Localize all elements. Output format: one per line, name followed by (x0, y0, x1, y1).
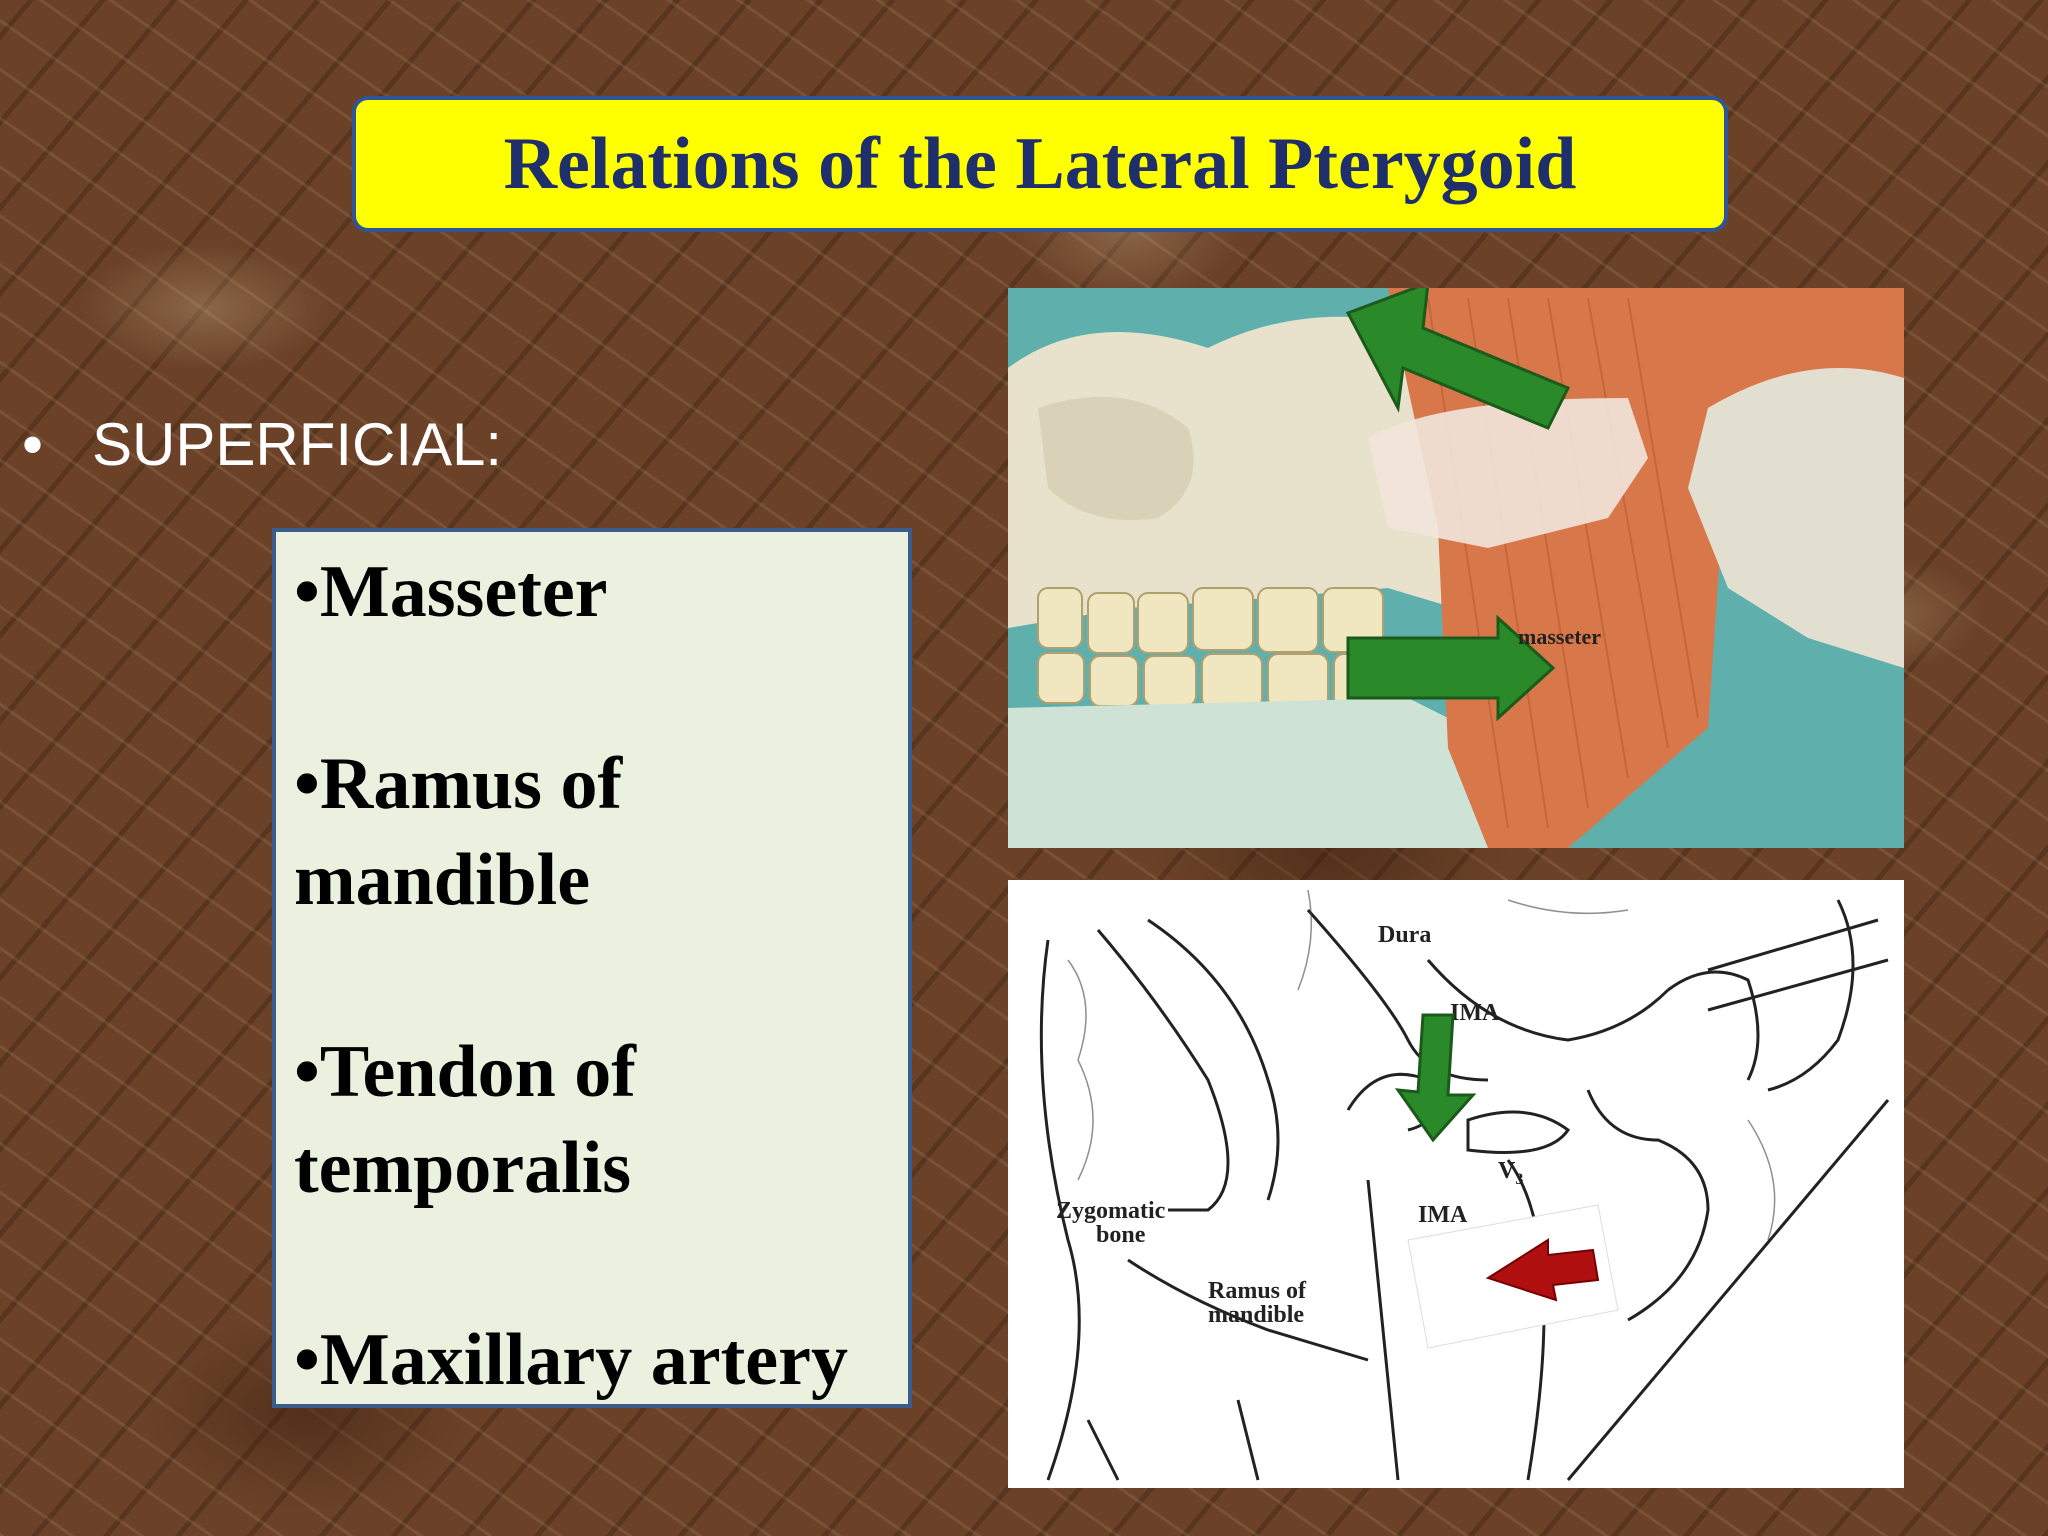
label-v3: V3 (1498, 1158, 1523, 1188)
label-ramus-2: mandible (1208, 1302, 1304, 1328)
title-banner: Relations of the Lateral Pterygoid (352, 96, 1728, 232)
section-heading: • SUPERFICIAL: (22, 410, 502, 479)
relations-list: •Masseter •Ramus of mandible •Tendon of … (272, 528, 912, 1408)
label-zygomatic-2: bone (1096, 1222, 1146, 1248)
relation-item-masseter: •Masseter (294, 551, 608, 633)
label-ima-top: IMA (1450, 1000, 1500, 1026)
relation-item-maxillary-artery: •Maxillary artery (294, 1319, 848, 1401)
relation-item-ramus: •Ramus of mandible (294, 743, 623, 921)
label-ramus-1: Ramus of (1208, 1278, 1307, 1304)
green-arrow-icon (1394, 1013, 1477, 1143)
red-arrow-icon (1485, 1238, 1600, 1302)
label-ima-bottom: IMA (1418, 1202, 1468, 1228)
skull-masseter-photo: masseter (1008, 288, 1904, 848)
anatomy-line-diagram: Dura IMA V3 IMA Zygomatic bone Ramus of … (1008, 880, 1904, 1488)
label-dura: Dura (1378, 922, 1431, 948)
bullet-dot: • (22, 411, 44, 478)
section-label: SUPERFICIAL: (92, 411, 503, 478)
relation-item-temporalis: •Tendon of temporalis (294, 1031, 636, 1209)
slide-title: Relations of the Lateral Pterygoid (503, 122, 1577, 205)
masseter-photo-label: masseter (1518, 624, 1601, 649)
label-zygomatic-1: Zygomatic (1056, 1198, 1166, 1224)
